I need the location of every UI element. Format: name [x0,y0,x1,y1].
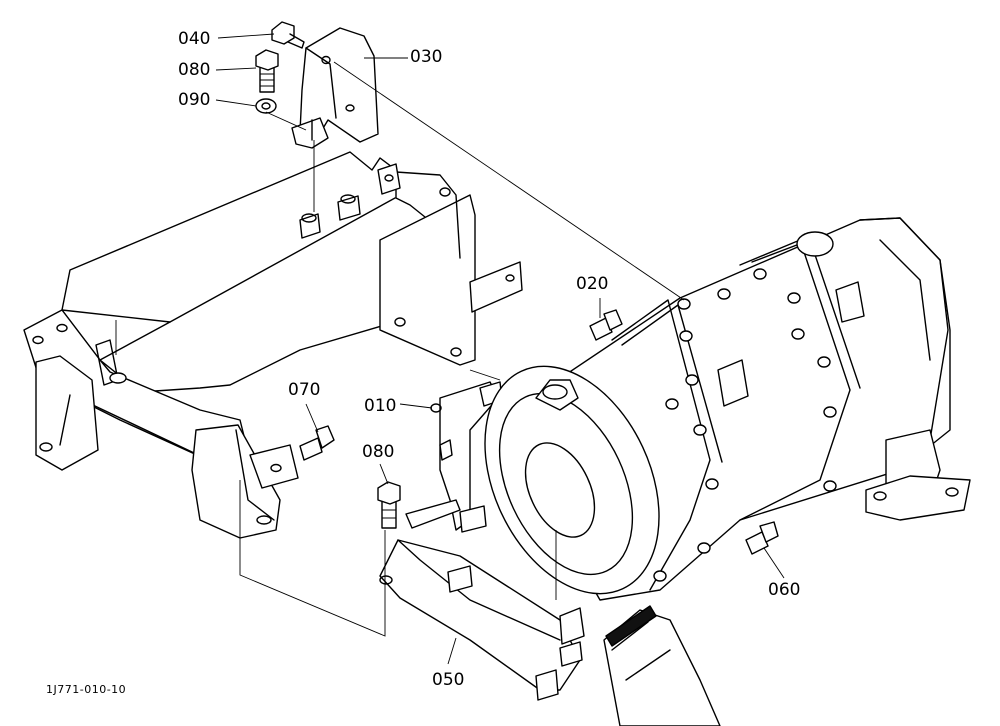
bolt-020 [589,309,623,341]
drawing-id: 1J771-010-10 [46,683,127,696]
dpf-muffler-assembly [484,217,971,726]
upper-support-bracket [377,163,523,366]
callout-010: 010 [364,396,397,416]
assembly-centerlines [115,61,685,637]
callout-030: 030 [410,47,443,67]
callout-060: 060 [768,580,801,600]
callout-080-top: 080 [178,60,211,80]
bolt-040 [271,21,305,49]
callout-070: 070 [288,380,321,400]
callout-040: 040 [178,29,211,49]
nut-pair [299,194,361,239]
washer-090 [255,98,277,114]
bolt-080-mid [377,481,401,529]
bracket-030 [291,27,379,149]
callout-leaders [215,33,785,665]
callout-020: 020 [576,274,609,294]
callout-050: 050 [432,670,465,690]
bolt-070 [299,425,335,461]
bolt-060 [745,521,779,555]
mounting-frame [23,151,471,539]
callout-080-mid: 080 [362,442,395,462]
bracket-050 [379,539,585,701]
callout-090: 090 [178,90,211,110]
bolt-080-top [255,49,279,93]
